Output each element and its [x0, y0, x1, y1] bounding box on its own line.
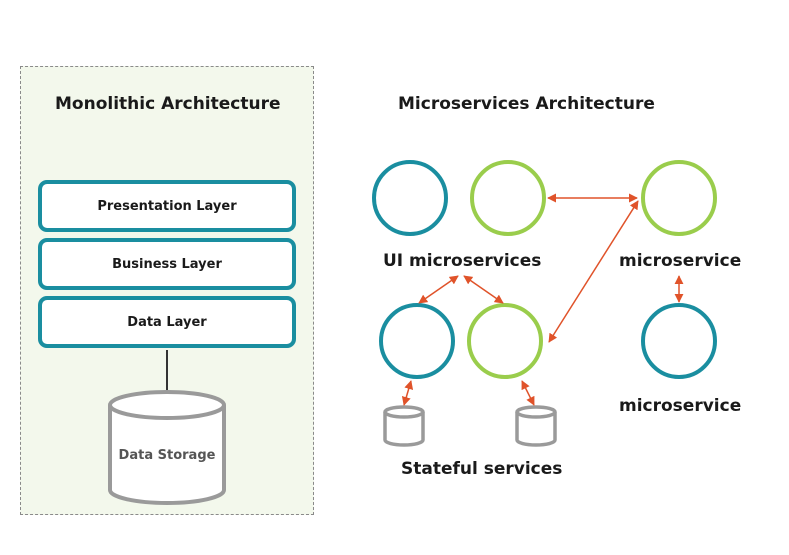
ui-microservice-circle-2 [470, 160, 546, 236]
arrow-stateful-to-storage-1 [401, 380, 414, 406]
microservice-circle-bottom [641, 303, 717, 379]
business-layer-box: Business Layer [38, 238, 296, 290]
microservice-circle-top [641, 160, 717, 236]
ui-microservices-label: UI microservices [383, 251, 542, 271]
data-layer-box: Data Layer [38, 296, 296, 348]
presentation-layer-box: Presentation Layer [38, 180, 296, 232]
stateful-storage-cylinder-1 [383, 405, 425, 447]
arrow-ui-to-stateful-1 [418, 275, 459, 304]
ui-microservice-circle-1 [372, 160, 448, 236]
stateful-service-circle-2 [467, 303, 543, 379]
arrow-stateful-to-storage-2 [521, 380, 535, 406]
microservice-label-bottom: microservice [619, 396, 742, 416]
arrow-ui-to-stateful-2 [463, 275, 504, 304]
stateful-storage-cylinder-2 [515, 405, 557, 447]
stateful-services-label: Stateful services [401, 459, 563, 479]
monolith-title: Monolithic Architecture [55, 94, 281, 114]
data-storage-label: Data Storage [118, 448, 216, 463]
stateful-service-circle-1 [379, 303, 455, 379]
arrow-microservice-to-stateful [548, 200, 639, 343]
data-storage-cylinder [108, 390, 226, 505]
microservices-title: Microservices Architecture [398, 94, 655, 114]
microservice-label-top: microservice [619, 251, 742, 271]
